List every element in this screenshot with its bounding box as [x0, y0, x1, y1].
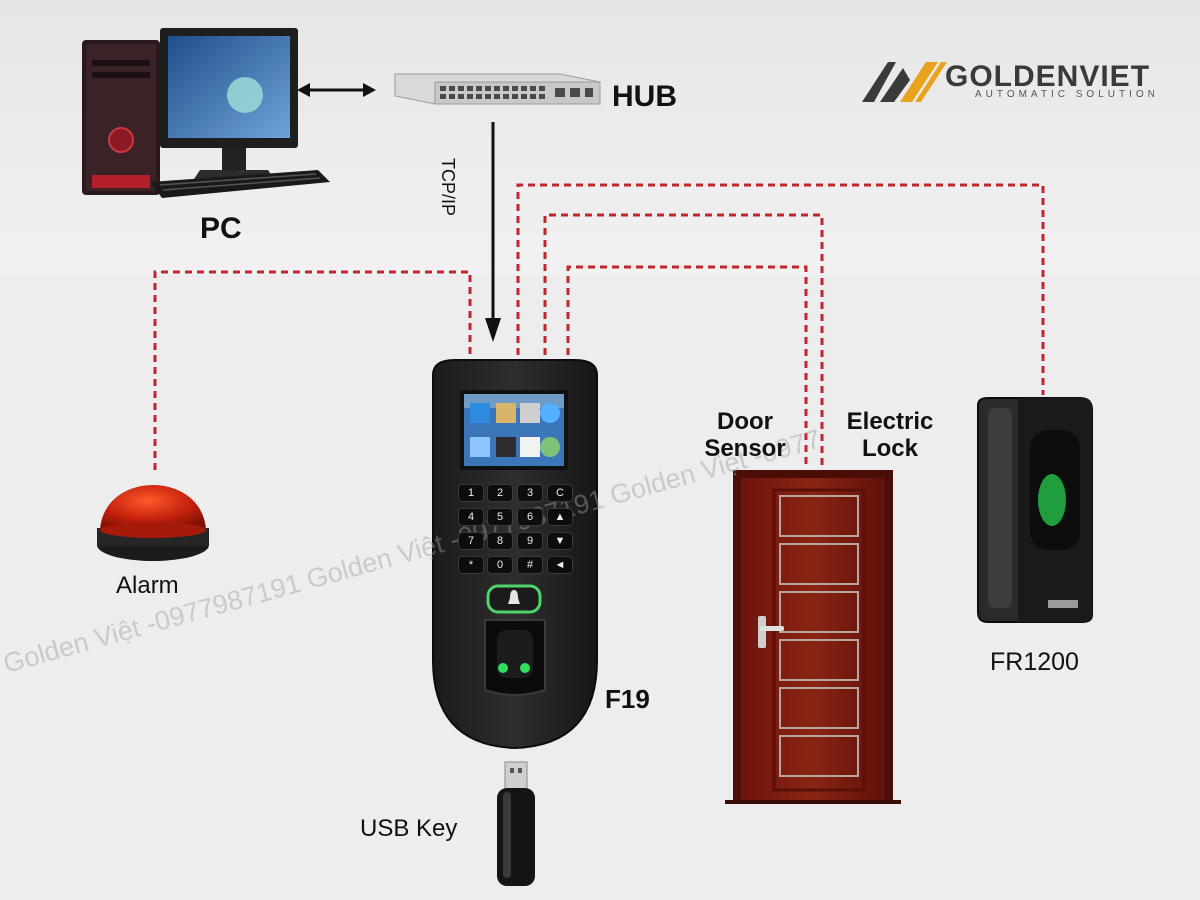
key[interactable]: ▲ — [547, 508, 573, 526]
label-electric-lock-line1: Electric — [846, 408, 934, 435]
logo-tagline: AUTOMATIC SOLUTION — [975, 89, 1159, 100]
key[interactable]: 8 — [487, 532, 513, 550]
fr1200-reader — [977, 397, 1093, 623]
logo-name: GOLDENVIET — [945, 60, 1151, 93]
label-usb-key: USB Key — [360, 815, 458, 842]
door-icon — [725, 470, 901, 804]
hub-switch-icon — [394, 73, 601, 105]
key[interactable]: ▼ — [547, 532, 573, 550]
label-pc: PC — [200, 212, 242, 245]
goldenviet-logo-icon — [862, 62, 947, 102]
label-door-sensor: Door Sensor — [690, 408, 800, 462]
key[interactable]: * — [458, 556, 484, 574]
wire-fr1200 — [516, 183, 1045, 395]
key[interactable]: 4 — [458, 508, 484, 526]
label-electric-lock-line2: Lock — [861, 435, 918, 462]
key[interactable]: 7 — [458, 532, 484, 550]
wire-electric-lock — [543, 213, 824, 465]
f19-terminal — [432, 359, 598, 750]
label-electric-lock: Electric Lock — [835, 408, 945, 462]
key[interactable]: 0 — [487, 556, 513, 574]
hub-f19-arrow — [485, 122, 501, 342]
wire-door-sensor — [566, 265, 808, 465]
wire-alarm — [153, 270, 472, 470]
pc-hub-arrow — [297, 83, 376, 97]
wiring — [153, 183, 1045, 470]
pc-icon — [82, 28, 330, 198]
key[interactable]: 9 — [517, 532, 543, 550]
usb-key-icon — [497, 761, 535, 886]
key[interactable]: 6 — [517, 508, 543, 526]
key[interactable]: # — [517, 556, 543, 574]
label-f19: F19 — [605, 684, 650, 714]
label-fr1200: FR1200 — [990, 648, 1079, 676]
key[interactable]: 3 — [517, 484, 543, 502]
key[interactable]: 5 — [487, 508, 513, 526]
label-hub: HUB — [612, 80, 677, 113]
alarm-siren-icon — [97, 485, 209, 561]
key[interactable]: C — [547, 484, 573, 502]
label-tcpip: TCP/IP — [438, 158, 458, 217]
label-alarm: Alarm — [116, 572, 179, 599]
key[interactable]: 2 — [487, 484, 513, 502]
label-door-sensor-line2: Sensor — [704, 435, 786, 462]
key[interactable]: ◄ — [547, 556, 573, 574]
label-door-sensor-line1: Door — [717, 408, 773, 435]
key[interactable]: 1 — [458, 484, 484, 502]
